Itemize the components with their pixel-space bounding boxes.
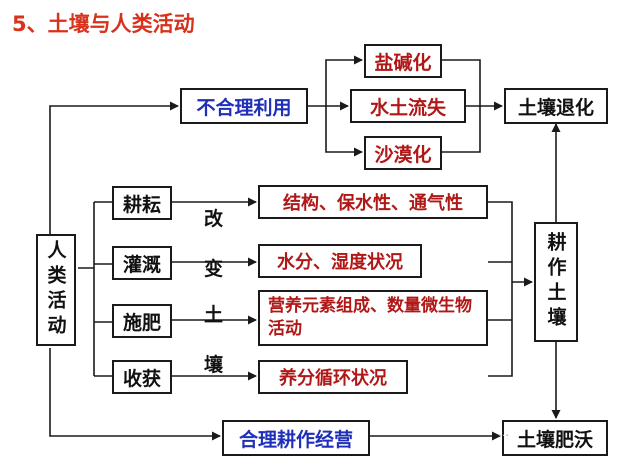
effect-structure: 结构、保水性、通气性	[258, 185, 488, 219]
node-soil-degradation: 土壤退化	[504, 88, 608, 124]
node-soil-erosion: 水土流失	[350, 89, 466, 123]
node-harvest: 收获	[112, 360, 172, 394]
change-label-char-1: 改	[204, 208, 224, 230]
arrow-to-salinization	[308, 55, 363, 107]
effect-moisture: 水分、湿度状况	[258, 244, 422, 278]
diagram-title: 5、土壤与人类活动	[12, 12, 195, 36]
connector-lines	[49, 55, 561, 441]
branch-to-practices	[78, 201, 112, 377]
node-rational-management: 合理耕作经营	[222, 420, 370, 456]
arrow-to-desertification	[325, 106, 363, 157]
arrow-to-cultivated-soil	[488, 201, 532, 377]
node-irrigation: 灌溉	[112, 246, 172, 280]
arrow-to-soil-degradation	[442, 59, 502, 153]
change-label-char-2: 变	[204, 258, 224, 280]
arrow-to-unreasonable-use	[49, 101, 179, 235]
node-human-activity: 人类活动	[36, 234, 76, 346]
node-cultivated-soil: 耕作土壤	[534, 222, 578, 342]
arrow-to-rational-management	[49, 348, 221, 441]
node-unreasonable-use: 不合理利用	[180, 88, 308, 124]
effect-nutrients: 营养元素组成、数量微生物活动	[258, 290, 488, 346]
node-salinization: 盐碱化	[364, 44, 442, 78]
effect-cycle: 养分循环状况	[258, 360, 408, 394]
node-desertification: 沙漠化	[364, 136, 442, 170]
node-fertilize: 施肥	[112, 304, 172, 338]
change-label-char-4: 壤	[204, 354, 224, 376]
node-soil-fertility: 土壤肥沃	[502, 420, 608, 456]
watermark: …	[498, 426, 509, 439]
node-tillage: 耕耘	[112, 186, 172, 220]
change-label-char-3: 土	[204, 304, 224, 326]
